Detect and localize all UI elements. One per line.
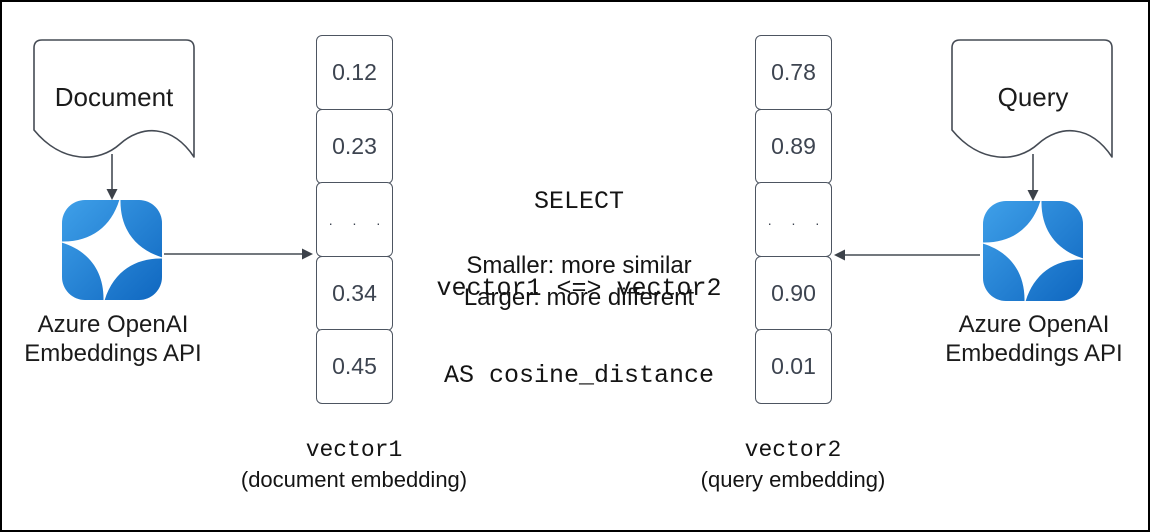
vector-cell: 0.01: [755, 329, 832, 404]
arrow-query-to-api: [1027, 154, 1039, 201]
sql-snippet: SELECT vector1 <=> vector2 AS cosine_dis…: [436, 129, 721, 448]
document-label: Document: [54, 82, 174, 112]
sql-line-alias: AS cosine_distance: [443, 361, 715, 390]
vector-cell: 0.78: [755, 35, 832, 110]
vector-cell: 0.45: [316, 329, 393, 404]
note-smaller: Smaller: more similar: [466, 252, 692, 279]
sparkle-star-icon: [983, 201, 1083, 301]
query-label: Query: [997, 82, 1069, 112]
vector2-caption: (query embedding): [700, 467, 886, 492]
arrow-api-to-vector2: [834, 249, 980, 261]
vector-cell-ellipsis: . . .: [755, 182, 832, 257]
vector-cell: 0.12: [316, 35, 393, 110]
azure-openai-icon: [983, 201, 1083, 301]
api-caption-line2: Embeddings API: [24, 340, 202, 367]
arrow-api-to-vector1: [164, 248, 313, 260]
vector2-column: 0.78 0.89 . . . 0.90 0.01: [755, 35, 832, 404]
azure-openai-icon: [62, 200, 162, 300]
vector1-caption: (document embedding): [240, 467, 468, 492]
api-caption-line1: Azure OpenAI: [37, 311, 189, 338]
api-caption-right: Azure OpenAI Embeddings API: [945, 310, 1122, 368]
vector2-name: vector2: [744, 437, 842, 463]
vector1-label: vector1 (document embedding): [241, 435, 467, 495]
vector-cell-ellipsis: . . .: [316, 182, 393, 257]
api-caption-left: Azure OpenAI Embeddings API: [24, 310, 201, 368]
arrow-document-to-api: [106, 154, 118, 200]
vector1-column: 0.12 0.23 . . . 0.34 0.45: [316, 35, 393, 404]
sql-line-operator: vector1 <=> vector2: [436, 274, 722, 303]
vector-cell: 0.89: [755, 108, 832, 184]
note-larger: Larger: more different: [463, 284, 695, 311]
api-caption-line1: Azure OpenAI: [958, 311, 1110, 338]
vector2-label: vector2 (query embedding): [701, 435, 886, 495]
api-caption-line2: Embeddings API: [945, 340, 1123, 367]
vector-cell: 0.23: [316, 108, 393, 184]
distance-notes: Smaller: more similar Larger: more diffe…: [464, 250, 694, 314]
sparkle-star-icon: [62, 200, 162, 300]
document-shape: [33, 39, 195, 158]
vector1-name: vector1: [305, 437, 403, 463]
vector-cell: 0.90: [755, 255, 832, 331]
sql-line-select: SELECT: [533, 187, 625, 216]
query-shape: [951, 39, 1113, 158]
vector-cell: 0.34: [316, 255, 393, 331]
